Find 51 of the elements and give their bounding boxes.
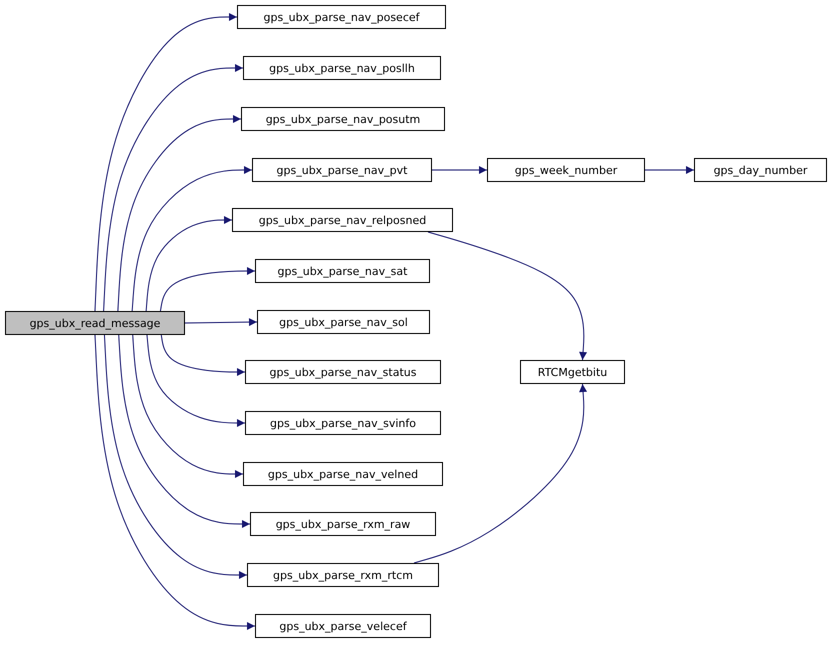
function-box [520, 360, 625, 384]
call-arrow [94, 13, 238, 312]
call-arrow [428, 232, 588, 360]
call-arrow [160, 334, 246, 376]
call-arrow [432, 166, 488, 174]
call-arrow [184, 318, 258, 326]
function-box [257, 310, 430, 334]
call-arrow [94, 334, 256, 630]
function-name: gps_ubx_parse_nav_status [270, 366, 416, 378]
function-box [694, 158, 827, 182]
function-box [241, 107, 445, 131]
function-name: gps_ubx_parse_nav_sat [278, 264, 408, 278]
function-box [243, 56, 441, 80]
function-name: gps_ubx_parse_rxm_raw [276, 518, 410, 530]
function-box [255, 614, 431, 638]
function-box [243, 462, 443, 486]
call-arrow [414, 384, 588, 564]
highlighted-function-box [5, 311, 185, 335]
call-arrow [644, 166, 694, 174]
function-name: gps_ubx_parse_nav_relposned [258, 214, 426, 226]
call-arrow [146, 216, 232, 312]
function-name: gps_ubx_read_message [30, 316, 160, 330]
function-box [487, 158, 645, 182]
function-name: gps_day_number [714, 164, 808, 176]
call-arrow [132, 166, 252, 312]
function-name: gps_ubx_parse_nav_sol [279, 316, 408, 328]
function-name: gps_ubx_parse_velecef [279, 620, 407, 632]
function-name: gps_ubx_parse_nav_pvt [276, 164, 408, 176]
call-arrow [118, 334, 250, 528]
function-name: gps_ubx_parse_nav_velned [268, 468, 418, 480]
function-box [252, 158, 432, 182]
call-arrow [132, 334, 244, 478]
function-name: gps_ubx_parse_rxm_rtcm [273, 568, 413, 582]
call-arrow [104, 334, 248, 579]
function-name: gps_ubx_parse_nav_posutm [266, 112, 420, 126]
call-arrow [160, 267, 256, 312]
call-arrow [146, 334, 246, 427]
function-box [245, 411, 441, 435]
function-box [237, 5, 446, 29]
function-name: gps_ubx_parse_nav_posllh [269, 62, 415, 74]
call-arrow [103, 64, 244, 312]
function-box [250, 512, 436, 536]
function-name: gps_week_number [514, 164, 618, 176]
function-name: gps_ubx_parse_nav_posecef [263, 10, 420, 24]
function-name: gps_ubx_parse_nav_svinfo [270, 416, 416, 430]
function-box [245, 360, 441, 384]
function-name: RTCMgetbitu [538, 366, 608, 378]
function-box [232, 208, 453, 232]
function-box [255, 259, 430, 283]
call-arrow [117, 115, 242, 312]
function-box [247, 563, 439, 587]
